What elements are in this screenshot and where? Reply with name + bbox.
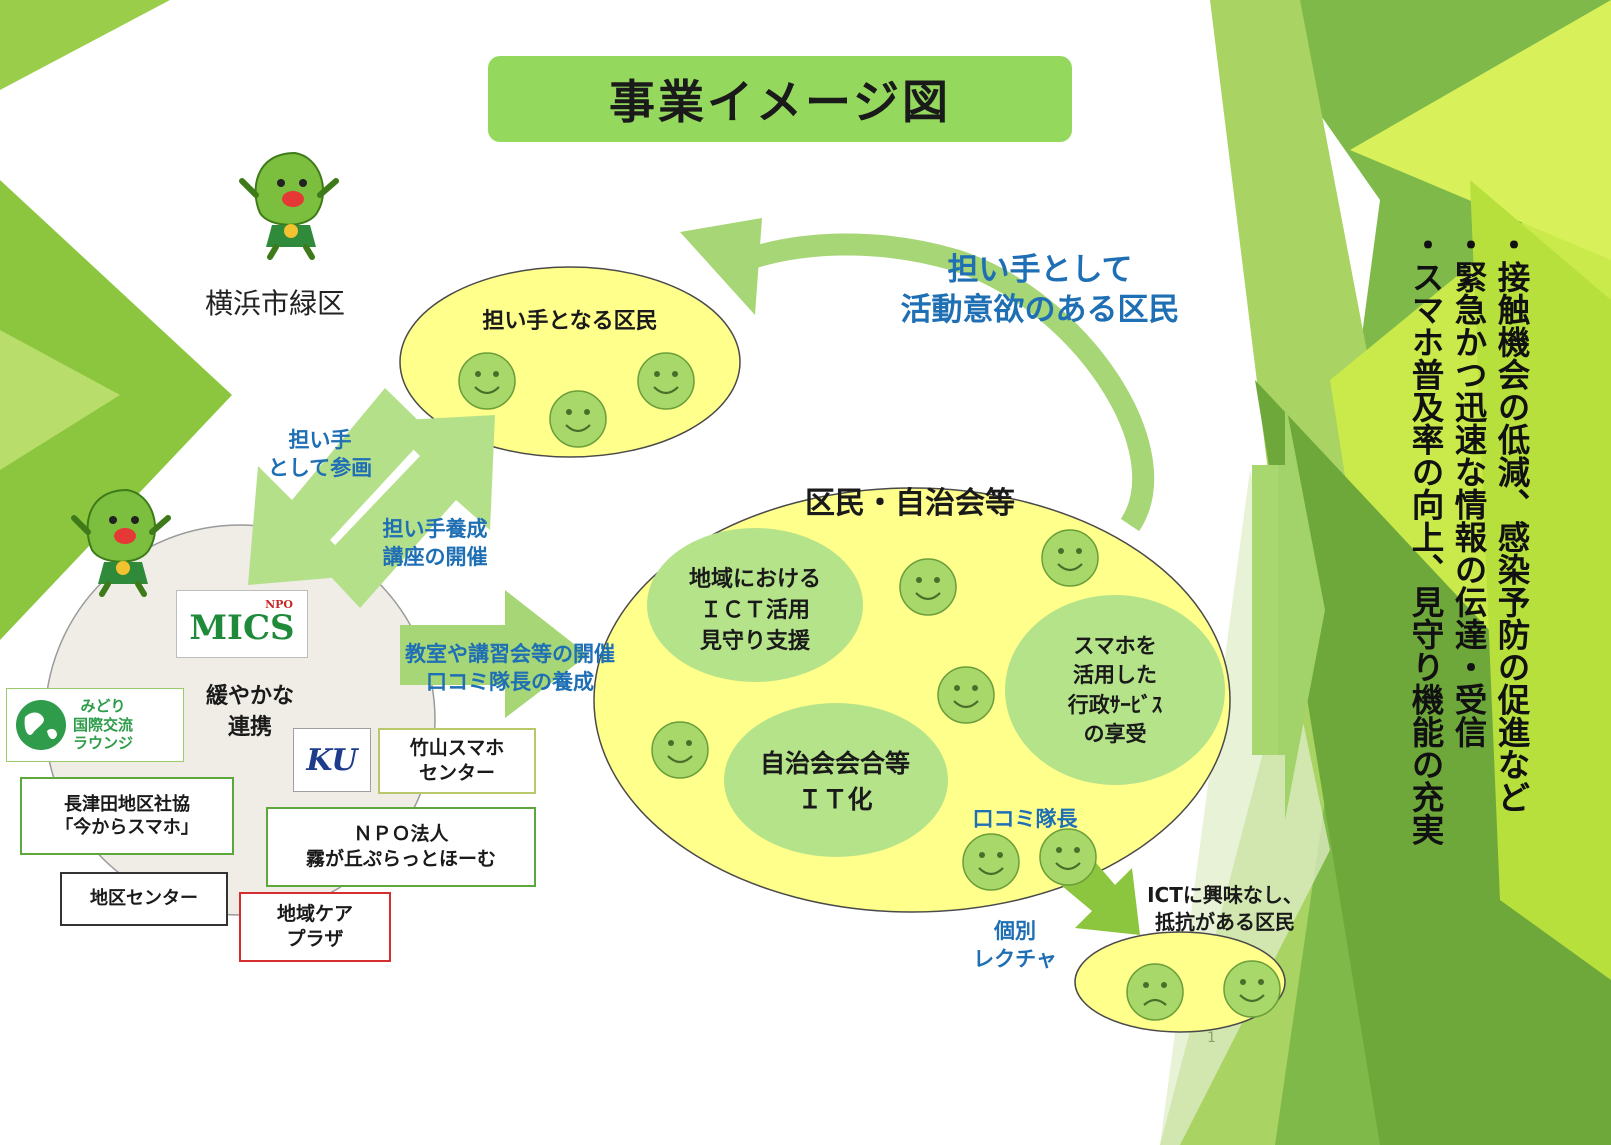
- top-smiley-2-icon: [549, 390, 607, 448]
- class-label: 教室や講習会等の開催 口コミ隊長の養成: [405, 642, 615, 695]
- right-panel-top-flare: [1350, 0, 1611, 260]
- outcome-arrow-shaft: [1252, 465, 1278, 755]
- ict-support-label: 地域における ＩＣＴ活用 見守り支援: [688, 567, 821, 654]
- leader-smiley-1-icon: [962, 833, 1020, 891]
- outcome-2: ・緊急かつ迅速な情報の伝達・受信: [1449, 228, 1488, 748]
- classes-arrow: [400, 590, 588, 718]
- motivated-label: 担い手として 活動意欲のある区民: [900, 252, 1180, 329]
- nagatsuta-box: 長津田地区社協 「今からスマホ」: [20, 777, 234, 855]
- ku-logo: KU: [293, 728, 371, 792]
- smartphone-services-label: スマホを 活用した 行政ｻｰﾋﾞｽ の享受: [1067, 634, 1163, 747]
- left-deco-inner: [0, 330, 120, 470]
- title-banner: 事業イメージ図: [488, 56, 1072, 142]
- mascot-top-icon: [239, 151, 339, 260]
- leader-smiley-2-icon: [1039, 828, 1097, 886]
- takeyama-box: 竹山スマホ センター: [378, 728, 536, 794]
- top-smiley-3-icon: [637, 352, 695, 410]
- main-smiley-2-icon: [899, 558, 957, 616]
- smartphone-services-circle: [1005, 595, 1225, 785]
- midori-logo: みどり 国際交流 ラウンジ: [6, 688, 184, 762]
- mics-logo-main: MICS: [189, 608, 295, 649]
- outcome-3: ・スマホ普及率の向上、見守り機能の充実: [1406, 228, 1445, 846]
- main-smiley-1-icon: [1041, 529, 1099, 587]
- loose-link-label: 緩やかな 連携: [205, 684, 294, 740]
- ict-support-circle: [647, 528, 863, 682]
- right-panel-stripe: [1160, 0, 1380, 1145]
- top-smiley-1-icon: [458, 352, 516, 410]
- participate-arrow: [248, 388, 430, 585]
- outcome-1: ・接触機会の低減、感染予防の促進など: [1492, 228, 1531, 813]
- right-panel-shade: [1255, 380, 1611, 1145]
- uninterested-label: ICTに興味なし、 抵抗がある区民: [1147, 883, 1303, 934]
- left-deco-wedge: [0, 180, 232, 640]
- district-center-box: 地区センター: [60, 872, 228, 926]
- page-title: 事業イメージ図: [608, 75, 952, 129]
- motivated-curved-arrow: [736, 233, 1155, 532]
- mascot-network-icon: [71, 488, 171, 597]
- main-smiley-4-icon: [651, 721, 709, 779]
- globe-icon: [16, 700, 66, 750]
- midori-logo-text: みどり 国際交流 ラウンジ: [73, 696, 134, 753]
- left-deco-top: [0, 0, 170, 90]
- mics-logo: NPO MICS: [176, 590, 308, 658]
- uninterested-smiley-icon: [1223, 960, 1281, 1018]
- main-smiley-3-icon: [937, 666, 995, 724]
- training-label: 担い手養成 講座の開催: [382, 517, 488, 570]
- main-group-label: 区民・自治会等: [805, 486, 1015, 521]
- top-group-label: 担い手となる区民: [482, 309, 658, 334]
- mics-logo-sup: NPO: [265, 597, 293, 611]
- association-it-circle: [724, 703, 948, 857]
- training-arrow: [318, 415, 495, 608]
- smileys-layer: [458, 352, 1281, 1021]
- wom-leader-label: 口コミ隊長: [972, 807, 1078, 831]
- npo-kirigaoka-box: ＮＰＯ法人 霧が丘ぷらっとほーむ: [266, 807, 536, 887]
- association-it-label: 自治会会合等 ＩＴ化: [759, 749, 910, 815]
- uninterested-sad-smiley-icon: [1126, 963, 1184, 1021]
- care-plaza-box: 地域ケア プラザ: [239, 892, 391, 962]
- participate-label: 担い手 として参画: [267, 428, 373, 481]
- ward-name: 横浜市緑区: [205, 287, 346, 320]
- right-panel-bright: [1470, 180, 1611, 980]
- ku-logo-text: KU: [306, 742, 358, 778]
- motivated-arrow-head: [680, 218, 762, 315]
- page-number: 1: [1207, 1030, 1216, 1046]
- lecture-label: 個別 レクチャ: [973, 919, 1057, 972]
